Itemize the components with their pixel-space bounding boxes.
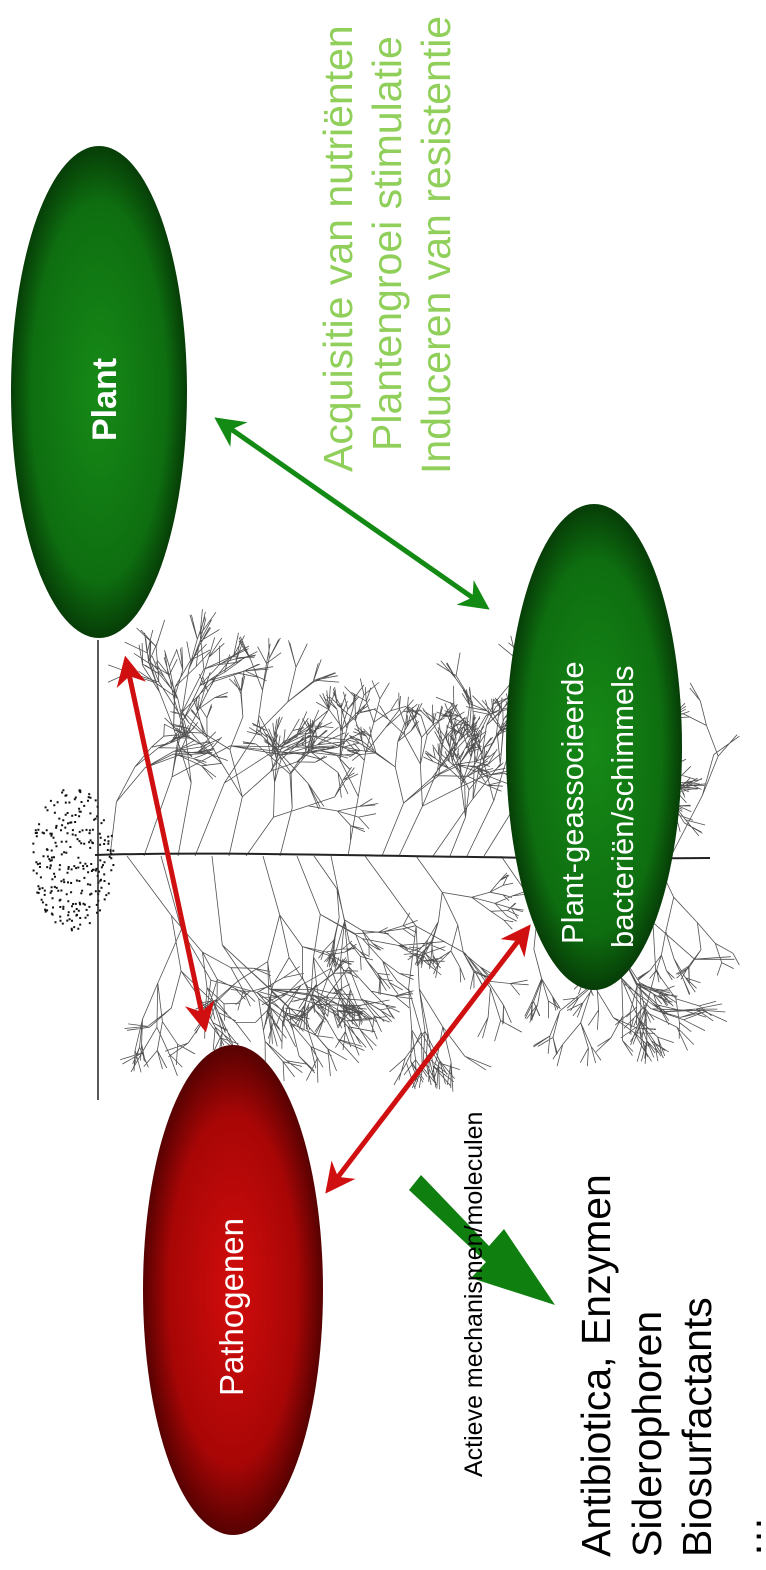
benefit-text-3: Induceren van resistentie bbox=[413, 15, 459, 474]
mechanism-item-3: Biosurfactants bbox=[674, 1297, 720, 1557]
mechanism-arrow bbox=[409, 1175, 555, 1305]
pathogens-node bbox=[143, 1045, 323, 1535]
microbes-label-line2: bacteriën/schimmels bbox=[605, 665, 640, 948]
plant-pathogen-arrow bbox=[116, 655, 215, 1033]
plant-node bbox=[11, 146, 187, 638]
microbes-label-line1: Plant-geassocieerde bbox=[555, 661, 590, 944]
mechanism-label: Actieve mechanismen/moleculen bbox=[460, 1111, 488, 1477]
plant-shoot-illustration bbox=[32, 789, 115, 932]
mechanism-item-4: … bbox=[724, 1516, 766, 1557]
plant-label: Plant bbox=[86, 357, 124, 441]
plant-microbe-arrow bbox=[214, 417, 490, 610]
pathogens-label: Pathogenen bbox=[213, 1217, 250, 1396]
mechanism-item-2: Siderophoren bbox=[624, 1310, 670, 1557]
benefit-text-2: Plantengroei stimulatie bbox=[364, 36, 410, 451]
microbes-node bbox=[506, 504, 682, 990]
benefit-text-1: Acquisitie van nutriënten bbox=[315, 25, 361, 472]
pathogen-microbe-arrow bbox=[325, 924, 531, 1194]
mechanism-item-1: Antibiotica, Enzymen bbox=[573, 1174, 619, 1557]
